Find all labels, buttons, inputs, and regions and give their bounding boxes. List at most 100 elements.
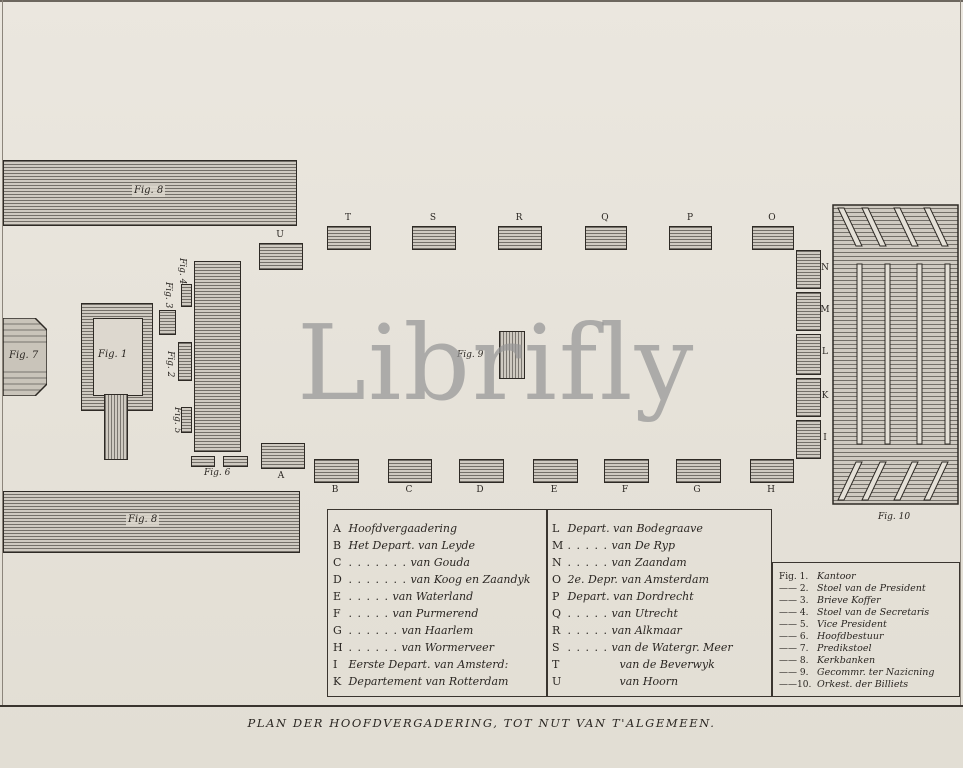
legend-text: van Waterland: [392, 590, 474, 603]
letter-C: C: [405, 485, 413, 495]
legend-dots: . . . . .: [567, 641, 608, 654]
fig-legend-num: —— 8.: [779, 656, 809, 666]
fig-legend-row-6: —— 6.Hoofdbestuur: [779, 631, 884, 643]
fig-legend-text: Kerkbanken: [817, 655, 876, 666]
fig-legend-row-7: —— 7. Predikstoel: [779, 643, 872, 655]
legend-text: van Wormerveer: [401, 641, 494, 654]
legend-text: van de Beverwyk: [619, 658, 715, 671]
legend-text: van Haarlem: [401, 624, 474, 637]
legend-key: F: [333, 607, 341, 620]
letter-Q: Q: [601, 213, 609, 223]
seat-O: [752, 226, 794, 250]
legend-dots: . . . . .: [348, 607, 389, 620]
legend-key: M: [552, 539, 564, 552]
letter-F: F: [621, 485, 629, 495]
seat-F: [604, 459, 649, 483]
legend-key: H: [333, 641, 343, 654]
seat-H: [750, 459, 794, 483]
legend-dots: . . . . .: [567, 539, 608, 552]
legend-row-H: H . . . . . . van Wormerveer: [333, 641, 494, 655]
fig-legend-text: Stoel van de President: [817, 583, 926, 594]
letter-G: G: [693, 485, 701, 495]
fig-6-seat-left: [191, 456, 215, 467]
legend-key: B: [333, 539, 342, 552]
legend-row-S: S . . . . . van de Watergr. Meer: [552, 641, 733, 655]
board-table: [194, 261, 241, 452]
top-border: [0, 0, 963, 2]
legend-text: van Alkmaar: [611, 624, 682, 637]
fig-legend-text: Orkest. der Billiets: [817, 679, 909, 690]
legend-dots: . . . . . . .: [348, 573, 407, 586]
fig-legend-num: Fig. 1.: [779, 572, 809, 582]
fig-7-label: Fig. 7: [9, 350, 39, 361]
letter-H: H: [767, 485, 775, 495]
fig-legend-text: Predikstoel: [817, 643, 872, 654]
legend-key: T: [552, 658, 560, 671]
right-border: [960, 0, 961, 707]
legend-row-F: F . . . . . van Purmerend: [333, 607, 478, 621]
seat-R: [498, 226, 542, 250]
letter-R: R: [515, 213, 523, 223]
legend-dots: . . . . . .: [348, 641, 398, 654]
seat-T: [327, 226, 371, 250]
fig-legend-num: ——10.: [779, 680, 812, 690]
legend-row-K: K Departement van Rotterdam: [333, 675, 508, 689]
fig-legend-text: Brieve Koffer: [817, 595, 881, 606]
fig-legend-num: —— 9.: [779, 668, 809, 678]
fig-5-seat: [181, 407, 192, 433]
letter-K: K: [821, 391, 829, 401]
watermark: Librifly: [297, 302, 696, 424]
legend-text: Depart. van Dordrecht: [567, 590, 694, 603]
letter-B: B: [331, 485, 339, 495]
fig-3-coffer: [159, 310, 176, 335]
fig-legend-num: —— 7.: [779, 644, 809, 654]
legend-key: R: [552, 624, 561, 637]
fig-legend-text: Stoel van de Secretaris: [817, 607, 930, 618]
seat-U: [259, 243, 303, 270]
legend-key: I: [333, 658, 338, 671]
legend-row-P: P Depart. van Dordrecht: [552, 590, 694, 604]
seat-D: [459, 459, 504, 483]
legend-text: Depart. van Bodegraave: [567, 522, 703, 535]
letter-E: E: [550, 485, 558, 495]
letter-legend: [327, 509, 772, 697]
seat-M: [796, 292, 821, 331]
seat-P: [669, 226, 712, 250]
legend-key: E: [333, 590, 342, 603]
legend-row-M: M . . . . . van De Ryp: [552, 539, 675, 553]
seat-A: [261, 443, 305, 469]
legend-row-I: I Eerste Depart. van Amsterd:: [333, 658, 508, 672]
letter-T: T: [344, 213, 351, 223]
fig-legend-num: —— 3.: [779, 596, 809, 606]
fig-9-table: [499, 331, 525, 379]
seat-C: [388, 459, 432, 483]
fig-2-chair: [178, 342, 192, 381]
fig-legend-row-3: —— 3. Brieve Koffer: [779, 595, 881, 607]
letter-S: S: [429, 213, 437, 223]
legend-row-R: R . . . . . van Alkmaar: [552, 624, 682, 638]
seat-E: [533, 459, 578, 483]
legend-text: van Utrecht: [611, 607, 678, 620]
bottom-border: [0, 705, 963, 707]
letter-N: N: [821, 263, 829, 273]
legend-key: O: [552, 573, 562, 586]
fig-2-label: Fig. 2: [165, 351, 175, 378]
legend-row-N: N . . . . . van Zaandam: [552, 556, 687, 570]
legend-key: U: [552, 675, 562, 688]
fig-legend-num: —— 4.: [779, 608, 809, 618]
letter-O: O: [768, 213, 776, 223]
fig-8-bottom-label: Fig. 8: [126, 514, 160, 526]
letter-D: D: [476, 485, 484, 495]
fig-10-label: Fig. 10: [878, 512, 911, 522]
figure-legend: [772, 562, 960, 697]
fig-3-label: Fig. 3: [163, 282, 173, 309]
letter-L: L: [822, 347, 828, 357]
legend-text: van Koog en Zaandyk: [410, 573, 531, 586]
fig-legend-row-1: Fig. 1.Kantoor: [779, 571, 856, 583]
legend-key: L: [552, 522, 560, 535]
legend-row-Q: Q . . . . . van Utrecht: [552, 607, 678, 621]
legend-text: van De Ryp: [611, 539, 676, 552]
seat-K: [796, 378, 821, 417]
fig-legend-text: Gecommr. ter Nazicning: [817, 667, 935, 678]
